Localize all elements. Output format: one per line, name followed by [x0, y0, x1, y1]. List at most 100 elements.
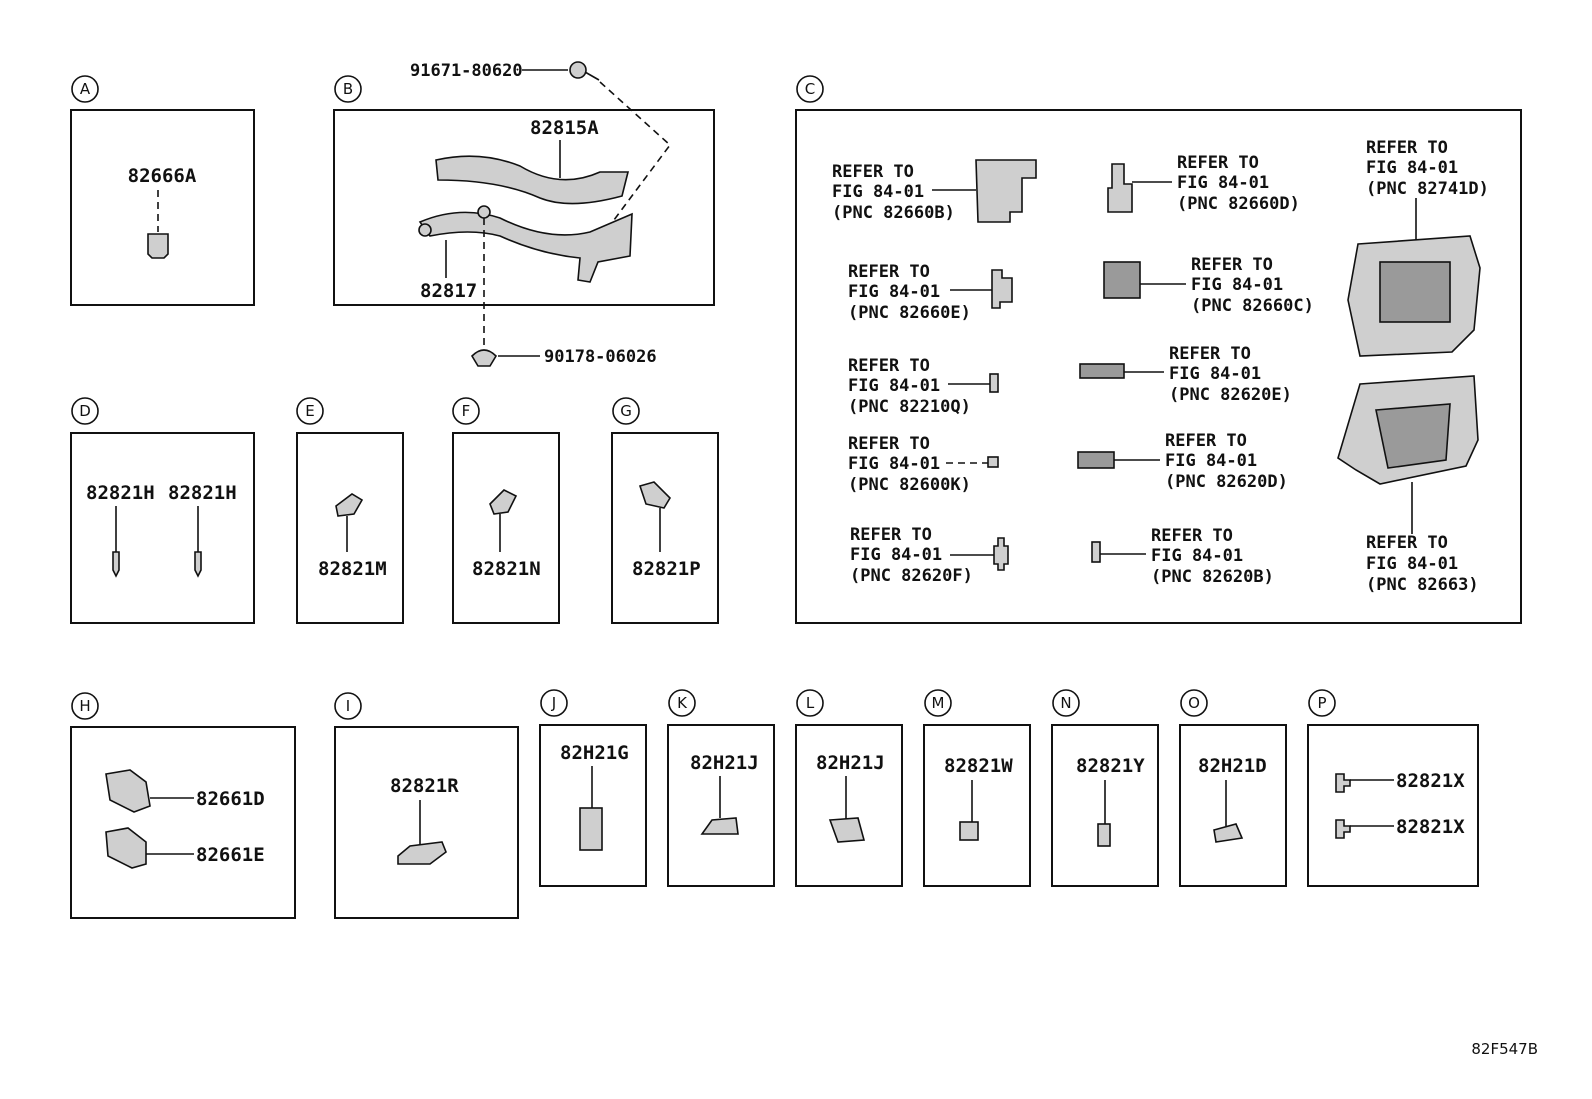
relay-block-part: [975, 159, 1037, 223]
connector-part: [489, 489, 518, 515]
connector-part: [638, 481, 672, 509]
section-n-marker: [1052, 689, 1080, 717]
section-i-marker: [334, 692, 362, 720]
pnc-text: (PNC 82620D): [1165, 472, 1288, 492]
section-h-letter: H: [79, 697, 90, 715]
section-n-letter: N: [1060, 694, 1071, 712]
part-90178-06026-label[interactable]: 90178-06026: [544, 347, 657, 367]
section-d-marker: [71, 397, 99, 425]
section-g-letter: G: [620, 402, 632, 420]
section-c-letter: C: [805, 80, 815, 98]
refer-to-text: REFER TO: [1366, 533, 1448, 553]
part-82821x-label[interactable]: 82821X: [1396, 770, 1465, 792]
part-82666a-label[interactable]: 82666A: [128, 165, 197, 187]
ref-82620f[interactable]: REFER TO FIG 84-01 (PNC 82620F): [850, 525, 1009, 586]
section-o: O 82H21D: [1179, 689, 1287, 887]
section-l: L 82H21J: [795, 689, 903, 887]
terminal-part: [112, 551, 120, 578]
section-a-box: [70, 109, 255, 306]
cover-recess: [1375, 403, 1451, 469]
part-82661d-label[interactable]: 82661D: [196, 788, 265, 810]
refer-to-text: REFER TO: [850, 525, 932, 545]
pnc-text: (PNC 82660D): [1177, 194, 1300, 214]
section-e: E 82821M: [296, 397, 404, 624]
pnc-text: (PNC 82210Q): [848, 397, 971, 417]
section-b: B 91671-80620 82815A 82817 90178-06026: [333, 61, 715, 367]
section-d: D 82821H 82821H: [70, 397, 255, 624]
ref-82620b[interactable]: REFER TO FIG 84-01 (PNC 82620B): [1091, 526, 1274, 587]
section-i: I 82821R: [334, 692, 519, 919]
ref-82660c[interactable]: REFER TO FIG 84-01 (PNC 82660C): [1103, 255, 1314, 316]
section-d-letter: D: [79, 402, 91, 420]
pnc-text: (PNC 82660C): [1191, 296, 1314, 316]
section-h-marker: [71, 692, 99, 720]
connector-part: [335, 493, 364, 517]
fuse-part: [989, 373, 999, 393]
fig-text: FIG 84-01: [1169, 364, 1261, 384]
section-j: J 82H21G: [539, 689, 647, 887]
ref-82663[interactable]: REFER TO FIG 84-01 (PNC 82663): [1337, 375, 1479, 595]
fig-text: FIG 84-01: [848, 282, 940, 302]
part-82h21j-label[interactable]: 82H21J: [690, 752, 759, 774]
bracket-hole: [477, 205, 491, 219]
section-o-box: [1179, 724, 1287, 887]
refer-to-text: REFER TO: [848, 356, 930, 376]
relay-part: [991, 269, 1013, 309]
part-82821r-label[interactable]: 82821R: [390, 775, 459, 797]
refer-to-text: REFER TO: [1151, 526, 1233, 546]
section-n: N 82821Y: [1051, 689, 1159, 887]
part-91671-80620-label[interactable]: 91671-80620: [410, 61, 523, 81]
ref-82741d[interactable]: REFER TO FIG 84-01 (PNC 82741D): [1347, 138, 1489, 357]
connector-part: [105, 827, 147, 869]
section-b-marker: [334, 75, 362, 103]
section-e-marker: [296, 397, 324, 425]
part-82821m-label[interactable]: 82821M: [318, 558, 387, 580]
section-i-letter: I: [346, 697, 350, 715]
section-e-letter: E: [305, 402, 314, 420]
section-f: F 82821N: [452, 397, 560, 624]
section-l-marker: [796, 689, 824, 717]
section-a-marker: [71, 75, 99, 103]
part-82h21d-label[interactable]: 82H21D: [1198, 755, 1267, 777]
clip-part: [1335, 773, 1351, 793]
section-h: H 82661D 82661E: [70, 692, 296, 919]
part-82661e-label[interactable]: 82661E: [196, 844, 265, 866]
section-a: A 82666A: [70, 75, 255, 306]
section-j-marker: [540, 689, 568, 717]
section-g-marker: [612, 397, 640, 425]
refer-to-text: REFER TO: [1177, 153, 1259, 173]
part-82815a-label[interactable]: 82815A: [530, 117, 599, 139]
part-82817-label[interactable]: 82817: [420, 280, 477, 302]
ref-82660b[interactable]: REFER TO FIG 84-01 (PNC 82660B): [832, 159, 1037, 223]
fuse-part: [993, 537, 1009, 571]
connector-part: [828, 817, 866, 843]
section-k-box: [667, 724, 775, 887]
part-82h21j-label[interactable]: 82H21J: [816, 752, 885, 774]
part-82821h-label[interactable]: 82821H: [168, 482, 237, 504]
ref-82210q[interactable]: REFER TO FIG 84-01 (PNC 82210Q): [848, 356, 999, 417]
part-82821p-label[interactable]: 82821P: [632, 558, 701, 580]
refer-to-text: REFER TO: [1366, 138, 1448, 158]
ref-82600k[interactable]: REFER TO FIG 84-01 (PNC 82600K): [848, 434, 999, 495]
part-82821w-label[interactable]: 82821W: [944, 755, 1013, 777]
bracket-upper-part: [435, 155, 630, 205]
ref-82660d[interactable]: REFER TO FIG 84-01 (PNC 82660D): [1107, 153, 1300, 214]
part-82821n-label[interactable]: 82821N: [472, 558, 541, 580]
junction-block-cavity: [1379, 261, 1451, 323]
part-82821h-label[interactable]: 82821H: [86, 482, 155, 504]
part-82821y-label[interactable]: 82821Y: [1076, 755, 1145, 777]
connector-part: [147, 233, 169, 259]
refer-to-text: REFER TO: [1191, 255, 1273, 275]
ref-82620d[interactable]: REFER TO FIG 84-01 (PNC 82620D): [1077, 431, 1288, 492]
part-82h21g-label[interactable]: 82H21G: [560, 742, 629, 764]
ref-82620e[interactable]: REFER TO FIG 84-01 (PNC 82620E): [1079, 344, 1292, 405]
terminal-part: [194, 551, 202, 578]
ref-82660e[interactable]: REFER TO FIG 84-01 (PNC 82660E): [848, 262, 1013, 323]
part-82821x-label[interactable]: 82821X: [1396, 816, 1465, 838]
bracket-hole: [418, 223, 432, 237]
section-g: G 82821P: [611, 397, 719, 624]
fig-text: FIG 84-01: [1151, 546, 1243, 566]
pnc-text: (PNC 82663): [1366, 575, 1479, 595]
connector-part: [700, 817, 739, 835]
